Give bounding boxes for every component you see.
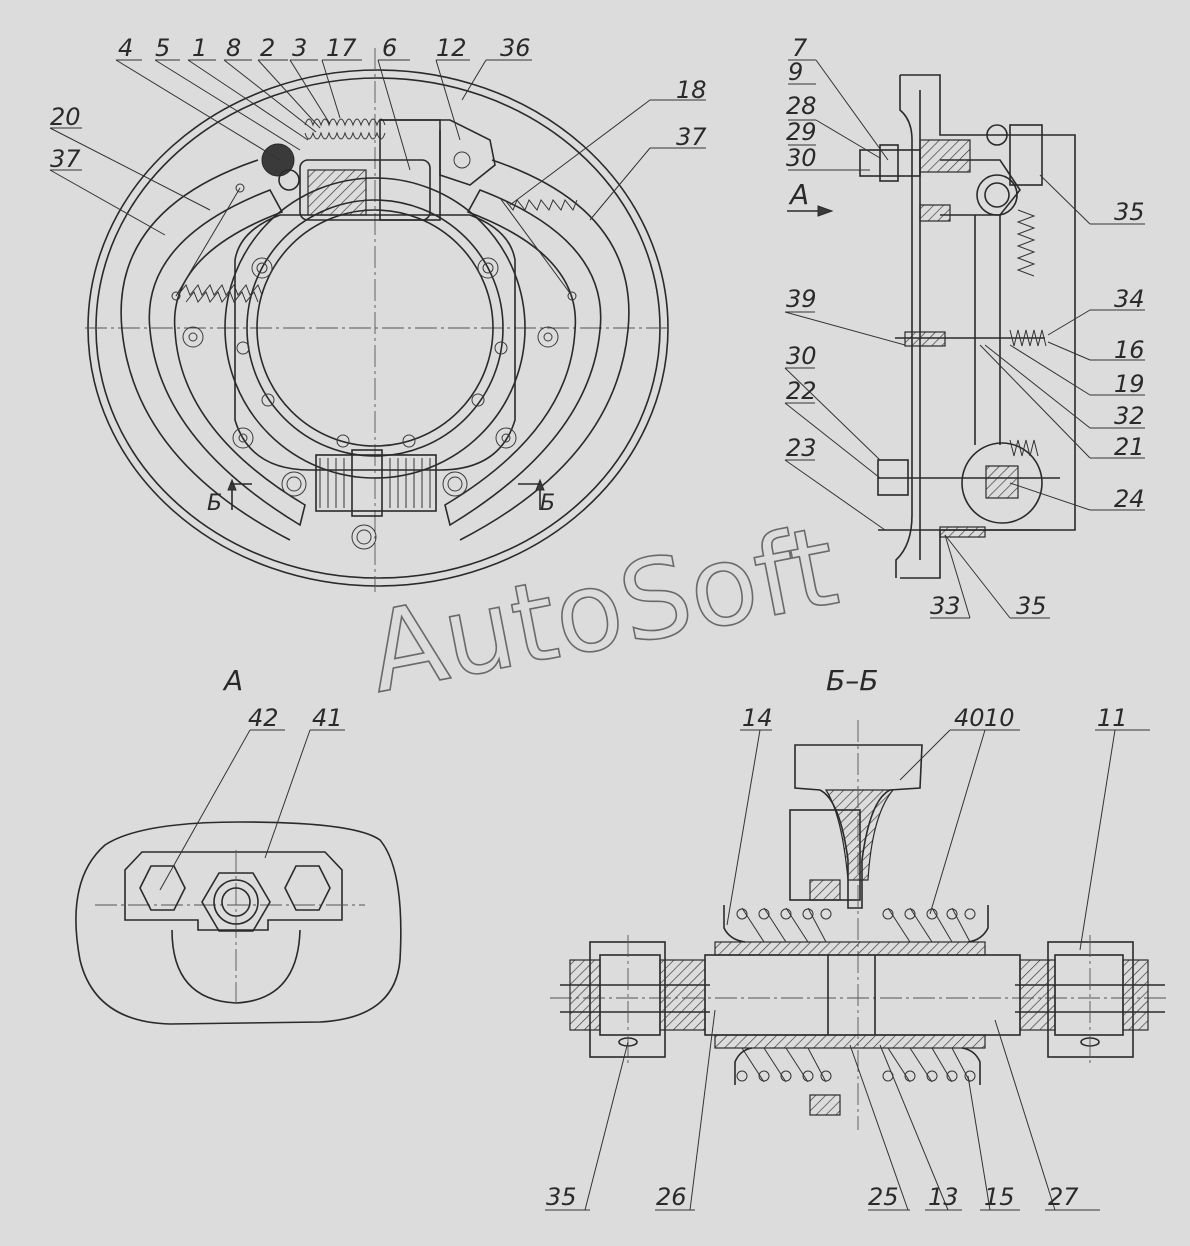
callout-3: 3 bbox=[292, 34, 307, 62]
callout-4: 4 bbox=[118, 34, 133, 62]
callout-13: 13 bbox=[928, 1183, 959, 1211]
callout-6: 6 bbox=[382, 34, 397, 62]
callout-30-mid: 30 bbox=[786, 342, 817, 370]
callout-29: 29 bbox=[786, 118, 817, 146]
watermark: AutoSoft bbox=[359, 502, 847, 718]
callout-36: 36 bbox=[500, 34, 531, 62]
callout-8: 8 bbox=[226, 34, 241, 62]
callout-11: 11 bbox=[1097, 704, 1128, 732]
section-marker-right: Б bbox=[540, 491, 555, 516]
callout-28: 28 bbox=[786, 92, 817, 120]
arrow-a-label: А bbox=[788, 178, 809, 211]
callout-30-top: 30 bbox=[786, 144, 817, 172]
callout-27: 27 bbox=[1048, 1183, 1079, 1211]
callout-37-left: 37 bbox=[50, 145, 81, 173]
callout-39: 39 bbox=[786, 285, 817, 313]
callout-10: 10 bbox=[984, 704, 1015, 732]
callout-17: 17 bbox=[326, 34, 357, 62]
callout-35-top: 35 bbox=[1114, 198, 1145, 226]
callout-42: 42 bbox=[248, 704, 279, 732]
callout-41: 41 bbox=[312, 704, 343, 732]
callout-22: 22 bbox=[786, 377, 817, 405]
section-bb: Б–Б bbox=[545, 664, 1170, 1211]
side-view: А 7 9 28 29 30 35 34 16 19 bbox=[784, 34, 1145, 620]
callout-1: 1 bbox=[192, 34, 207, 62]
callout-14: 14 bbox=[742, 704, 773, 732]
view-a: А 42 41 bbox=[75, 664, 402, 1025]
callout-20: 20 bbox=[50, 103, 81, 131]
callout-15: 15 bbox=[984, 1183, 1015, 1211]
callout-37-right: 37 bbox=[676, 123, 707, 151]
section-marker-left: Б bbox=[207, 491, 222, 516]
callout-33: 33 bbox=[930, 592, 961, 620]
callout-19: 19 bbox=[1114, 370, 1145, 398]
callout-5: 5 bbox=[155, 34, 170, 62]
callout-34: 34 bbox=[1114, 285, 1145, 313]
callout-18: 18 bbox=[676, 76, 707, 104]
callout-35-bottom: 35 bbox=[1016, 592, 1047, 620]
callout-21: 21 bbox=[1114, 433, 1145, 461]
callout-23: 23 bbox=[786, 434, 817, 462]
callout-26: 26 bbox=[656, 1183, 687, 1211]
view-a-title: А bbox=[222, 664, 243, 697]
callout-32: 32 bbox=[1114, 402, 1145, 430]
callout-16: 16 bbox=[1114, 336, 1145, 364]
front-view: Б Б 4 5 1 8 2 3 17 6 12 bbox=[49, 34, 707, 592]
callout-40: 40 bbox=[954, 704, 985, 732]
callout-7: 7 bbox=[792, 34, 808, 62]
callout-9: 9 bbox=[788, 58, 803, 86]
callout-35-section: 35 bbox=[546, 1183, 577, 1211]
section-bb-title: Б–Б bbox=[826, 664, 878, 697]
callout-24: 24 bbox=[1114, 485, 1145, 513]
callout-2: 2 bbox=[260, 34, 275, 62]
callout-12: 12 bbox=[436, 34, 467, 62]
callout-25: 25 bbox=[868, 1183, 899, 1211]
